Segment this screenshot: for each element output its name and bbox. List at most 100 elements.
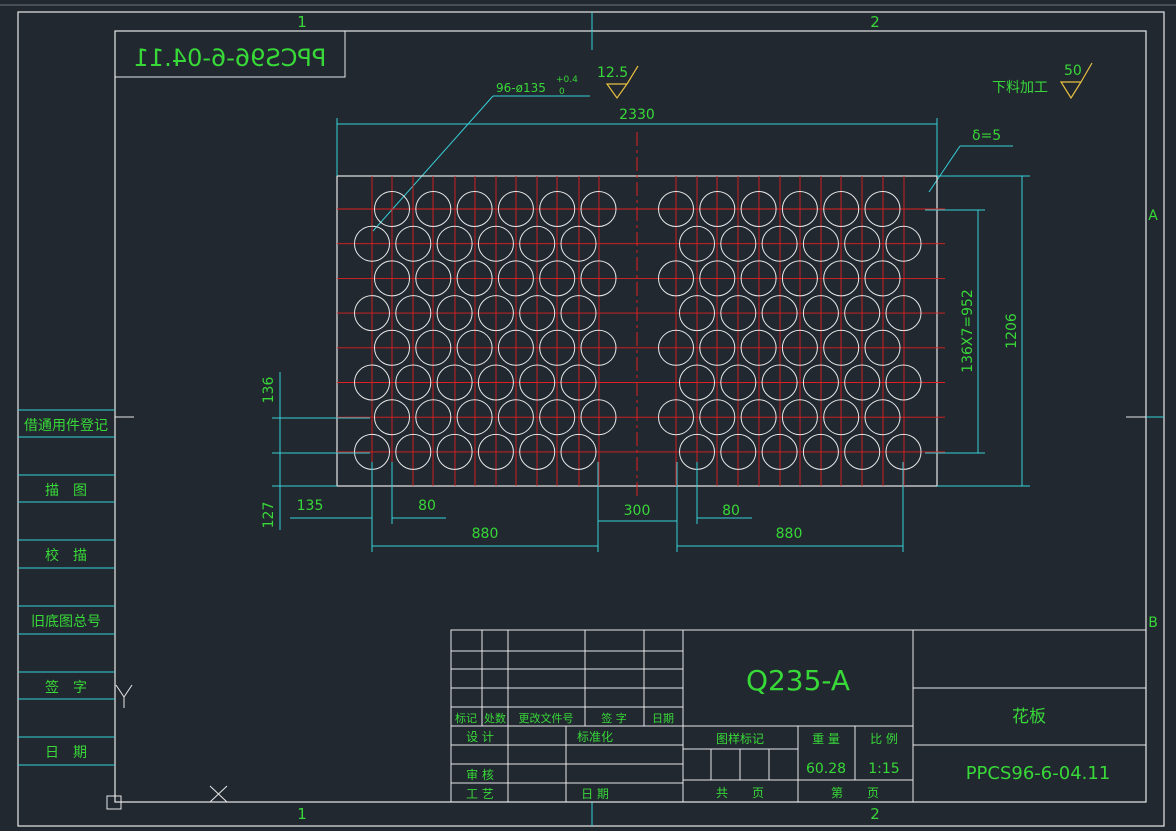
hole-spec-leader <box>372 95 494 232</box>
rev-header-count: 处数 <box>484 712 506 725</box>
stamp-date: 日 期 <box>45 745 87 761</box>
rev-header-date: 日期 <box>652 712 674 725</box>
hole <box>456 329 493 366</box>
hole <box>844 225 881 262</box>
hole <box>658 399 694 436</box>
hole <box>720 295 757 332</box>
hole <box>497 191 534 227</box>
hole <box>436 225 473 262</box>
hole <box>477 364 514 401</box>
hole <box>415 329 452 366</box>
weight-value: 60.28 <box>806 761 846 777</box>
dim-pitch-total: 136X7=952 <box>960 289 976 373</box>
dim-bottom-margin: 127 <box>261 502 277 529</box>
hole <box>844 433 881 470</box>
label-sheets-total: 共 页 <box>716 786 764 800</box>
hole <box>679 225 715 262</box>
dim-half-pitch-right: 80 <box>722 503 740 519</box>
stamp-borrow-register: 借通用件登记 <box>24 418 108 434</box>
roughness-main-value: 12.5 <box>597 65 628 81</box>
part-name: 花板 <box>1012 707 1046 727</box>
label-date: 日 期 <box>581 787 609 801</box>
hole-tol-lower: 0 <box>559 87 565 97</box>
rev-header-signature: 签 字 <box>601 711 627 725</box>
hole <box>497 399 534 436</box>
inner-frame <box>114 30 1147 803</box>
label-review: 审 核 <box>466 767 494 782</box>
zone-label-col1-top: 1 <box>297 13 307 31</box>
hole <box>720 433 757 470</box>
hole <box>374 191 410 227</box>
hole <box>740 329 777 366</box>
hole <box>415 191 452 227</box>
hole <box>519 433 556 470</box>
hole <box>539 260 576 297</box>
label-standardize: 标准化 <box>577 730 613 744</box>
hole <box>740 399 777 436</box>
hole-spec-label: 96-ø135 <box>496 81 546 95</box>
hole <box>395 295 432 332</box>
hole-tol-upper: +0.4 <box>556 75 578 85</box>
dim-overall-width: 2330 <box>619 107 655 123</box>
zone-label-col2-bottom: 2 <box>870 805 880 823</box>
hole <box>720 225 757 262</box>
zone-label-row-b: B <box>1148 615 1158 631</box>
hole <box>802 364 839 401</box>
hole <box>415 260 452 297</box>
hole <box>699 191 736 227</box>
hole <box>864 191 901 227</box>
dim-group-width-left: 880 <box>472 526 499 542</box>
dim-overall-height: 1206 <box>1004 313 1020 349</box>
hole <box>885 225 922 262</box>
hole <box>781 399 818 436</box>
hole <box>456 191 493 227</box>
material-spec: Q235-A <box>746 664 850 697</box>
hole <box>885 295 922 332</box>
label-scale: 比 例 <box>870 732 898 746</box>
ucs-origin-icon <box>106 795 122 810</box>
stamp-check-tracing: 校 描 <box>45 547 87 564</box>
hole <box>477 433 514 470</box>
label-weight: 重 量 <box>812 732 840 746</box>
stamp-signature: 签 字 <box>45 679 87 696</box>
outer-frame <box>17 11 1165 827</box>
hole-grid <box>337 176 945 486</box>
hole <box>740 260 777 297</box>
ucs-x-icon <box>209 785 228 803</box>
hole <box>823 260 860 297</box>
hole <box>395 433 432 470</box>
hole <box>560 433 597 470</box>
hole <box>519 295 556 332</box>
hole <box>477 225 514 262</box>
hole <box>679 364 715 401</box>
thickness-leader <box>928 145 961 193</box>
zone-label-col1-bottom: 1 <box>297 805 307 823</box>
hole <box>497 260 534 297</box>
hole <box>720 364 757 401</box>
hole <box>699 329 736 366</box>
mirrored-code-box <box>114 30 346 78</box>
label-sheet-no: 第 页 <box>831 786 879 800</box>
hole <box>539 191 576 227</box>
hole <box>844 295 881 332</box>
roughness-rest-symbol <box>1059 62 1093 100</box>
stamp-old-base-no: 旧底图总号 <box>31 614 101 630</box>
dim-half-pitch-left: 80 <box>418 498 436 514</box>
hole <box>436 364 473 401</box>
hole <box>885 364 922 401</box>
hole <box>864 399 901 436</box>
hole <box>560 364 597 401</box>
mirrored-drawing-code: PPCS96-6-04.11 <box>134 44 327 72</box>
hole <box>539 329 576 366</box>
hole <box>781 191 818 227</box>
drawing-number: PPCS96-6-04.11 <box>966 763 1111 784</box>
hole <box>761 364 798 401</box>
ucs-y-icon <box>115 684 133 708</box>
hole <box>580 191 617 227</box>
hole <box>761 295 798 332</box>
zone-label-col2-top: 2 <box>870 13 880 31</box>
hole <box>823 329 860 366</box>
roughness-main-symbol <box>605 65 639 100</box>
roughness-rest-value: 50 <box>1064 63 1082 79</box>
